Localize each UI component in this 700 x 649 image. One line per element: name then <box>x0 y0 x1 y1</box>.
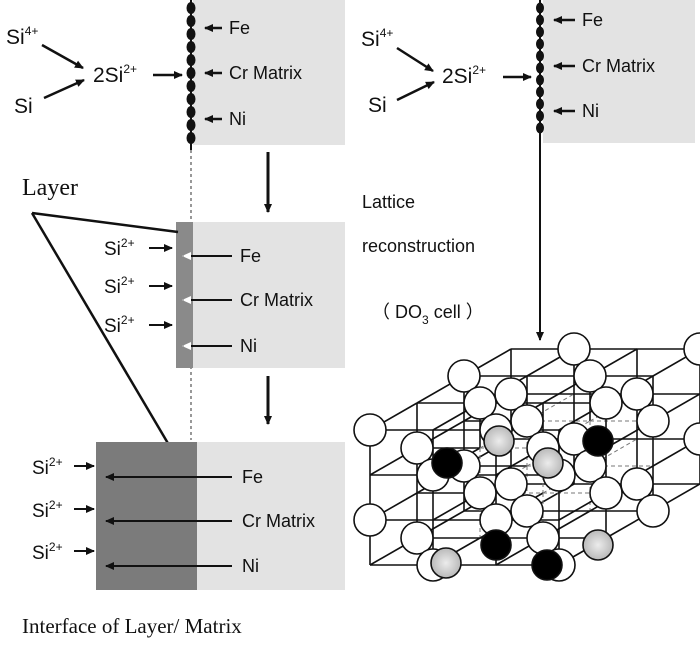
label-fe-4: Fe <box>582 10 603 30</box>
label-lattice: Lattice <box>362 192 415 212</box>
lattice-atom-black <box>431 447 463 479</box>
panel-thick-layer: Fe Cr Matrix Ni Si2+ Si2+ Si2+ Interface… <box>22 442 345 638</box>
lattice-atom-gray <box>483 425 515 457</box>
lattice-atom-white <box>683 422 700 456</box>
label-ni-1: Ni <box>229 109 246 129</box>
lattice-atom-white <box>494 467 528 501</box>
lattice-atom-white <box>353 503 387 537</box>
lattice-atom-white <box>636 404 670 438</box>
layer-callout: Layer <box>22 175 181 463</box>
lattice-atom-white <box>636 494 670 528</box>
lattice-atom-white <box>620 467 654 501</box>
lattice-atom-white <box>463 386 497 420</box>
do3-lattice <box>353 332 700 582</box>
label-si2-3c: Si2+ <box>32 540 63 564</box>
label-2si2-4: 2Si2+ <box>442 63 486 88</box>
label-layer: Layer <box>22 175 78 201</box>
label-cr-matrix-2: Cr Matrix <box>240 290 313 310</box>
lattice-atom-white <box>683 332 700 366</box>
lattice-atom-black <box>582 425 614 457</box>
label-si2-3a: Si2+ <box>32 455 63 479</box>
panel-thin-layer: Fe Cr Matrix Ni Si2+ Si2+ Si2+ <box>104 222 345 425</box>
lattice-atom-gray <box>532 447 564 479</box>
label-ni-2: Ni <box>240 336 257 356</box>
interface-beads-1 <box>186 2 196 144</box>
label-cr-matrix-1: Cr Matrix <box>229 63 302 83</box>
lattice-atom-white <box>494 377 528 411</box>
label-ni-3: Ni <box>242 556 259 576</box>
label-reconstruction: reconstruction <box>362 236 475 256</box>
label-si4-4: Si4+ <box>361 26 393 51</box>
lattice-atom-gray <box>430 547 462 579</box>
lattice-atom-white <box>353 413 387 447</box>
lattice-atom-white <box>400 521 434 555</box>
label-fe-2: Fe <box>240 246 261 266</box>
lattice-atom-gray <box>582 529 614 561</box>
label-si2-3b: Si2+ <box>32 498 63 522</box>
label-si-1: Si <box>14 95 33 118</box>
label-si4-1: Si4+ <box>6 24 38 49</box>
label-si2-2c: Si2+ <box>104 313 135 337</box>
lattice-atom-white <box>510 494 544 528</box>
lattice-atom-white <box>589 476 623 510</box>
label-cr-matrix-3: Cr Matrix <box>242 511 315 531</box>
label-fe-1: Fe <box>229 18 250 38</box>
panel-initial: Fe Cr Matrix Ni Si4+ Si 2Si2+ <box>6 0 345 440</box>
matrix-block-4 <box>543 0 695 143</box>
label-ni-4: Ni <box>582 101 599 121</box>
label-fe-3: Fe <box>242 467 263 487</box>
lattice-atom-white <box>589 386 623 420</box>
lattice-atom-white <box>510 404 544 438</box>
lattice-atom-black <box>531 549 563 581</box>
panel-right-initial: Fe Cr Matrix Ni Si4+ Si 2Si2+ Lattice re… <box>361 0 695 341</box>
matrix-block-2 <box>193 222 345 368</box>
label-2si2-1: 2Si2+ <box>93 62 137 87</box>
label-cr-matrix-4: Cr Matrix <box>582 56 655 76</box>
lattice-atom-white <box>447 359 481 393</box>
label-si2-2b: Si2+ <box>104 274 135 298</box>
label-si-4: Si <box>368 94 387 117</box>
lattice-atom-black <box>480 529 512 561</box>
label-interface: Interface of Layer/ Matrix <box>22 614 242 638</box>
layer-block-3 <box>96 442 197 590</box>
lattice-atom-white <box>620 377 654 411</box>
label-do3-cell: （ DO3 cell ） <box>372 302 484 327</box>
lattice-atom-white <box>463 476 497 510</box>
interface-beads-4 <box>536 2 544 134</box>
label-si2-2a: Si2+ <box>104 236 135 260</box>
lattice-atom-white <box>557 332 591 366</box>
lattice-atom-white <box>400 431 434 465</box>
lattice-atom-white <box>573 359 607 393</box>
